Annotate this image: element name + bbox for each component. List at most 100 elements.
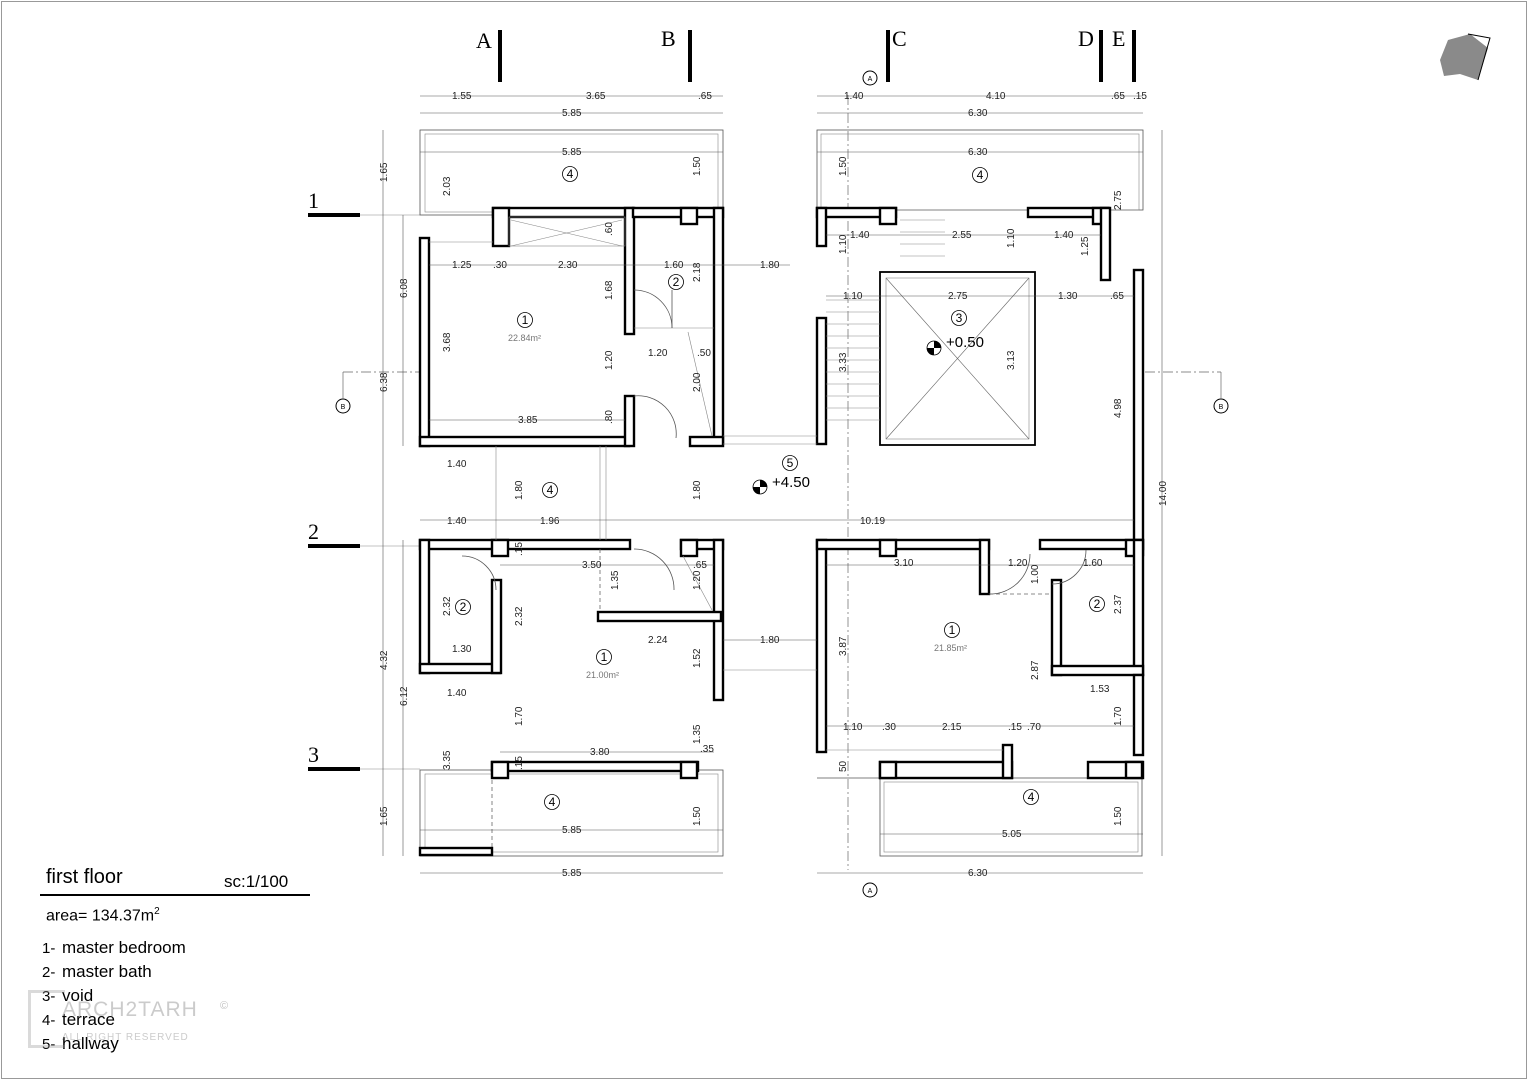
walls-bottom-right	[815, 538, 1145, 780]
level-marker-icon	[752, 479, 768, 495]
svg-text:1.50: 1.50	[692, 806, 703, 826]
north-arrow-icon	[1440, 33, 1491, 81]
svg-text:2.32: 2.32	[442, 596, 453, 616]
svg-text:3.50: 3.50	[582, 560, 602, 571]
dim-terrace-bl: 5.85	[562, 825, 582, 836]
dim-top-3: .65	[698, 91, 712, 102]
svg-text:1.25: 1.25	[1080, 236, 1091, 256]
section-marker-b-right: B	[1145, 371, 1229, 414]
svg-text:.15: .15	[514, 756, 525, 770]
svg-text:2.87: 2.87	[1030, 660, 1041, 680]
stair-treads	[826, 219, 945, 421]
grid-row-1: 1	[308, 188, 319, 213]
hallway-outline	[495, 435, 817, 671]
svg-text:4: 4	[977, 168, 984, 182]
svg-text:B: B	[1219, 404, 1224, 411]
room-bath-top: 2	[668, 274, 684, 290]
svg-text:1.00: 1.00	[1030, 564, 1041, 584]
svg-text:.60: .60	[604, 222, 615, 236]
svg-text:.70: .70	[1027, 722, 1041, 733]
svg-text:10.19: 10.19	[860, 516, 885, 527]
svg-text:6.08: 6.08	[399, 278, 410, 298]
dim-top-5: 4.10	[986, 91, 1006, 102]
svg-text:1.60: 1.60	[1083, 558, 1103, 569]
svg-text:A: A	[868, 76, 873, 83]
dim-terrace-tl: 5.85	[562, 147, 582, 158]
svg-text:2.75: 2.75	[1113, 190, 1124, 210]
grid-label-b: B	[661, 26, 676, 51]
watermark-mark-icon	[28, 990, 65, 1048]
svg-text:A: A	[868, 888, 873, 895]
top-dimensions: 1.55 3.65 .65 5.85 1.40 4.10 .65 .15 6.3…	[452, 91, 1147, 158]
svg-text:50: 50	[838, 760, 849, 772]
svg-text:14.00: 14.00	[1158, 481, 1169, 506]
grid-label-d: D	[1078, 26, 1094, 51]
grid-label-a: A	[476, 28, 492, 53]
terrace-outlines	[419, 129, 1144, 857]
legend-scale: sc:1/100	[224, 872, 289, 891]
grid-label-e: E	[1112, 26, 1125, 51]
room-terrace-mid: 4	[542, 482, 558, 498]
svg-text:2.24: 2.24	[648, 635, 668, 646]
room-terrace-bl: 4	[544, 794, 560, 810]
svg-text:2.37: 2.37	[1113, 594, 1124, 614]
right-dimensions: 14.00 4.98 2.75 1.25	[1080, 190, 1169, 506]
dim-terrace-tr: 6.30	[968, 147, 988, 158]
svg-text:1.35: 1.35	[610, 570, 621, 590]
svg-text:1.40: 1.40	[850, 230, 870, 241]
room-void: 3 +0.50	[926, 310, 984, 356]
room-terrace-tr: 4	[972, 167, 988, 183]
svg-text:3.80: 3.80	[590, 747, 610, 758]
svg-text:+4.50: +4.50	[772, 474, 810, 491]
dim-top-total-left: 5.85	[562, 108, 582, 119]
svg-text:2.30: 2.30	[558, 260, 578, 271]
dim-bottom-right: 6.30	[968, 868, 988, 879]
svg-text:3: 3	[956, 311, 963, 325]
dim-top-total-right: 6.30	[968, 108, 988, 119]
legend-divider	[40, 894, 310, 896]
svg-text:1.52: 1.52	[692, 648, 703, 668]
svg-text:2.55: 2.55	[952, 230, 972, 241]
svg-text:4: 4	[567, 167, 574, 181]
svg-text:1.10: 1.10	[843, 291, 863, 302]
interior-dimensions: 1.25 .30 2.30 1.60 1.80 1.20 .50 3.85 1.…	[447, 230, 1124, 758]
svg-text:1.30: 1.30	[452, 644, 472, 655]
svg-text:4.32: 4.32	[379, 650, 390, 670]
svg-text:B: B	[341, 404, 346, 411]
legend-item: 1-master bedroom	[42, 938, 186, 957]
dim-bottom-left: 5.85	[562, 868, 582, 879]
legend-item: 4-terrace	[42, 1010, 115, 1029]
svg-text:1.96: 1.96	[540, 516, 560, 527]
dim-top-7: .15	[1133, 91, 1147, 102]
dim-top-6: .65	[1111, 91, 1125, 102]
svg-text:.65: .65	[1110, 291, 1124, 302]
svg-text:3.87: 3.87	[838, 636, 849, 656]
svg-text:3.10: 3.10	[894, 558, 914, 569]
left-dimensions: 1.65 6.08 6.38 4.32 6.12 1.65 2.03 3.68 …	[379, 162, 453, 826]
section-markers: A A B B	[335, 70, 1229, 898]
svg-text:1.20: 1.20	[648, 348, 668, 359]
svg-text:1.25: 1.25	[452, 260, 472, 271]
svg-text:1.80: 1.80	[514, 480, 525, 500]
svg-text:1.65: 1.65	[379, 162, 390, 182]
svg-text:2.18: 2.18	[692, 262, 703, 282]
svg-text:1.40: 1.40	[447, 688, 467, 699]
svg-text:.50: .50	[697, 348, 711, 359]
section-marker-a-bottom: A	[862, 882, 878, 898]
svg-text:1.40: 1.40	[447, 459, 467, 470]
grid-columns: A B C D E	[476, 26, 1136, 82]
room-master-bedroom-br: 1 21.85m²	[934, 622, 967, 653]
svg-text:4: 4	[547, 483, 554, 497]
svg-text:.15: .15	[514, 542, 525, 556]
svg-text:.80: .80	[604, 410, 615, 424]
svg-text:1.40: 1.40	[447, 516, 467, 527]
dim-terrace-br: 5.05	[1002, 829, 1022, 840]
section-marker-b-left: B	[335, 371, 420, 414]
svg-text:4: 4	[1028, 790, 1035, 804]
dim-top-4: 1.40	[844, 91, 864, 102]
svg-text:2.75: 2.75	[948, 291, 968, 302]
svg-text:1.10: 1.10	[843, 722, 863, 733]
svg-text:.30: .30	[882, 722, 896, 733]
grid-rows: 1 2 3	[308, 188, 420, 771]
